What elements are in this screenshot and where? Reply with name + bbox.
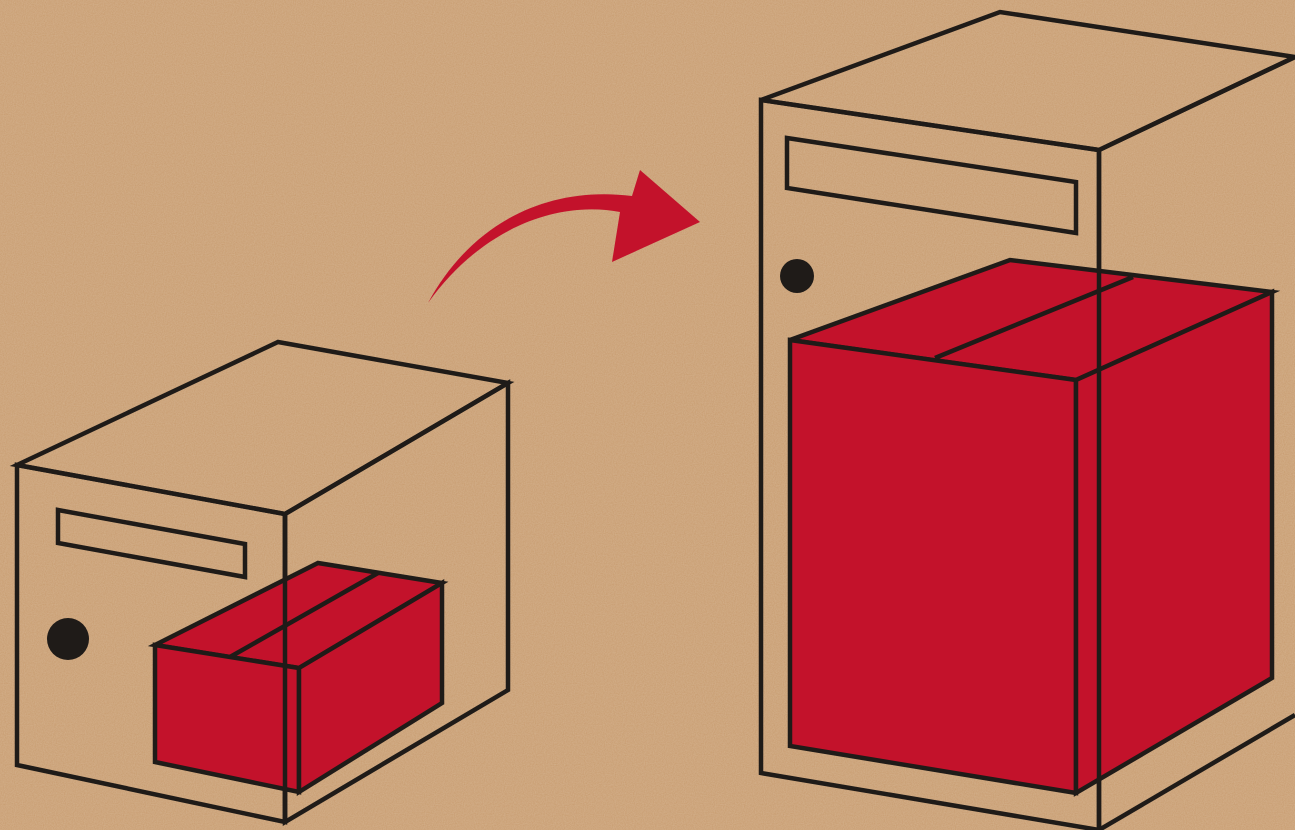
large-parcel-front xyxy=(787,337,1079,796)
curved-arrow-icon xyxy=(428,170,700,303)
small-mailbox-lock-icon xyxy=(47,618,89,660)
large-mailbox-side-edge xyxy=(1097,713,1295,830)
small-parcel-side xyxy=(296,579,445,797)
large-parcel-side xyxy=(1073,288,1275,797)
small-parcel-icon xyxy=(147,560,449,797)
large-mailbox-edge-overlay xyxy=(1096,54,1295,830)
large-parcel-icon xyxy=(787,257,1281,797)
small-mailbox-slot xyxy=(55,507,248,580)
small-parcel-tape xyxy=(228,571,380,659)
large-mailbox-lock-icon xyxy=(780,259,814,293)
large-mailbox-icon xyxy=(758,9,1295,830)
large-mailbox-slot xyxy=(784,135,1079,236)
large-mailbox-front-face xyxy=(758,97,1102,830)
